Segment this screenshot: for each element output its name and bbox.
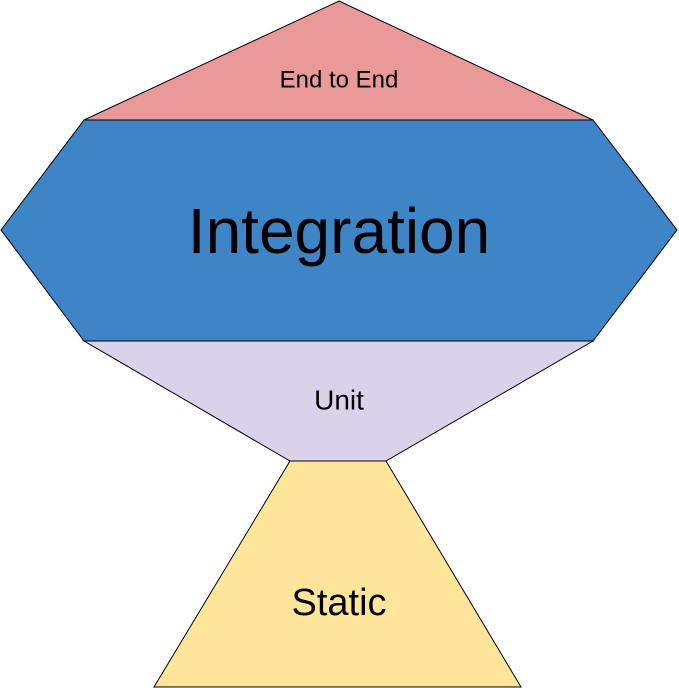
integration-label: Integration <box>188 195 490 267</box>
unit-label: Unit <box>314 385 364 416</box>
static-shape <box>153 460 522 688</box>
end-to-end-label: End to End <box>280 67 399 94</box>
end-to-end-segment: End to End <box>83 0 594 121</box>
integration-segment: Integration <box>0 119 678 342</box>
static-segment: Static <box>153 460 522 688</box>
unit-segment: Unit <box>82 340 595 462</box>
static-label: Static <box>291 582 386 624</box>
end-to-end-shape <box>83 0 594 121</box>
